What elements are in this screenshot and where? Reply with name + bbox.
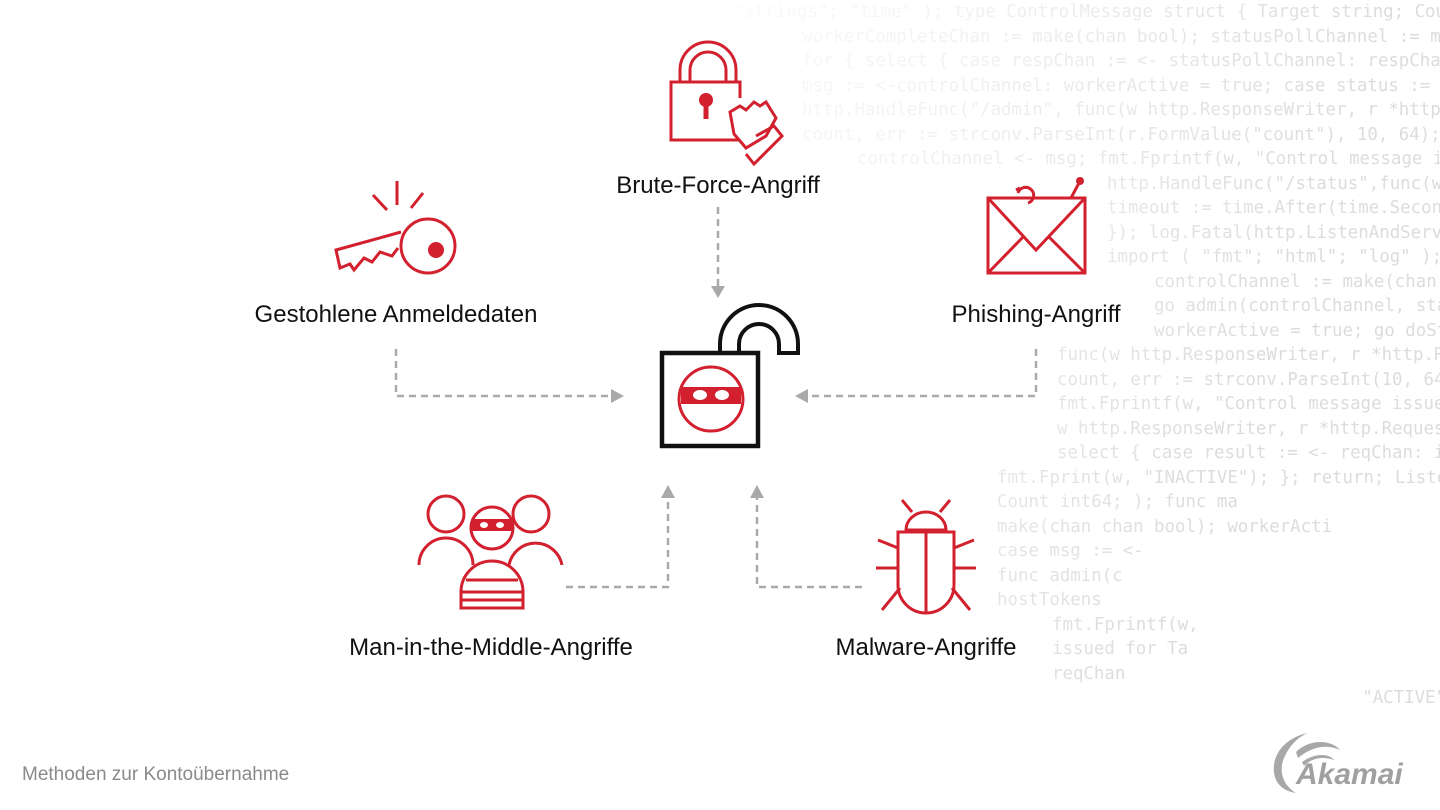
background-code-line: controlChannel := make(chan ControlMessa…	[1154, 271, 1440, 292]
node-label-brute-force: Brute-Force-Angriff	[616, 172, 820, 199]
node-label-man-in-the-middle: Man-in-the-Middle-Angriffe	[349, 634, 633, 661]
background-code-line: count, err := strconv.ParseInt(r.FormVal…	[802, 124, 1440, 145]
background-code-line: workerCompleteChan := make(chan bool); s…	[802, 26, 1440, 47]
arrow-brute-force-to-center	[711, 207, 725, 298]
background-code-line: go admin(controlChannel, statusPollChann…	[1154, 296, 1440, 316]
arrow-phishing-to-center	[795, 349, 1038, 403]
node-label-phishing: Phishing-Angriff	[952, 301, 1121, 328]
background-code-line: func admin(c	[997, 565, 1123, 586]
background-code-line: count, err := strconv.ParseInt(10, 64); …	[1057, 369, 1440, 390]
background-code-line: "ACTIVE"	[1362, 688, 1440, 708]
node-label-stolen-credentials: Gestohlene Anmeldedaten	[255, 301, 538, 328]
unlocked-lock-hacker-icon	[659, 303, 800, 449]
background-code-line: fmt.Fprintf(w, "Control message issued f…	[1057, 394, 1440, 414]
background-code-line: controlChannel <- msg; fmt.Fprintf(w, "C…	[857, 149, 1440, 169]
background-code-line: workerActive = true; go doStuff(msg, wor…	[1154, 320, 1440, 341]
background-code-line: w http.ResponseWriter, r *http.Request) …	[1057, 418, 1440, 439]
akamai-logo: Akamai	[1273, 733, 1403, 793]
background-code-line: reqChan	[1052, 663, 1126, 684]
phishing-envelope-icon	[986, 177, 1087, 275]
man-in-the-middle-people-icon	[417, 494, 564, 610]
lock-with-hand-icon	[669, 40, 785, 167]
background-code-line: http.HandleFunc("/admin", func(w http.Re…	[802, 100, 1440, 120]
background-code-line: timeout := time.After(time.Second); sele…	[1107, 198, 1440, 218]
background-code-line: "strings"; "time" ); type ControlMessage…	[734, 2, 1440, 22]
broken-key-icon	[334, 181, 457, 275]
akamai-logo-text: Akamai	[1295, 758, 1403, 791]
background-code-line: }); log.Fatal(http.ListenAndServe(":1337…	[1107, 222, 1440, 243]
background-code-line: fmt.Fprintf(w,	[1052, 614, 1199, 635]
background-code-line: http.HandleFunc("/status",func(w http.Re…	[1107, 173, 1440, 194]
background-code-line: func(w http.ResponseWriter, r *http.Requ…	[1057, 345, 1440, 365]
background-code-line: import ( "fmt"; "html"; "log" ); Target …	[1107, 247, 1440, 267]
background-code-line: hostTokens	[997, 590, 1102, 610]
background-code-line: for { select { case respChan := <- statu…	[802, 51, 1440, 71]
background-code-line: msg := <-controlChannel: workerActive = …	[802, 75, 1440, 96]
arrow-malware-to-center	[750, 485, 862, 589]
background-code-line: case msg := <-	[997, 541, 1144, 561]
footer-caption: Methoden zur Kontoübernahme	[22, 764, 290, 785]
background-code-line: issued for Ta	[1052, 639, 1189, 659]
node-label-malware: Malware-Angriffe	[836, 634, 1017, 661]
background-code-line: select { case result := <- reqChan: if r…	[1057, 443, 1440, 463]
background-code-line: fmt.Fprint(w, "INACTIVE"); }; return; Li…	[997, 467, 1440, 488]
arrow-mitm-to-center	[566, 485, 675, 589]
background-code-line: make(chan chan bool); workerActi	[997, 516, 1333, 537]
malware-bug-icon	[876, 499, 976, 615]
background-code-line: Count int64; ); func ma	[997, 492, 1238, 512]
arrow-stolen-credentials-to-center	[394, 349, 624, 403]
